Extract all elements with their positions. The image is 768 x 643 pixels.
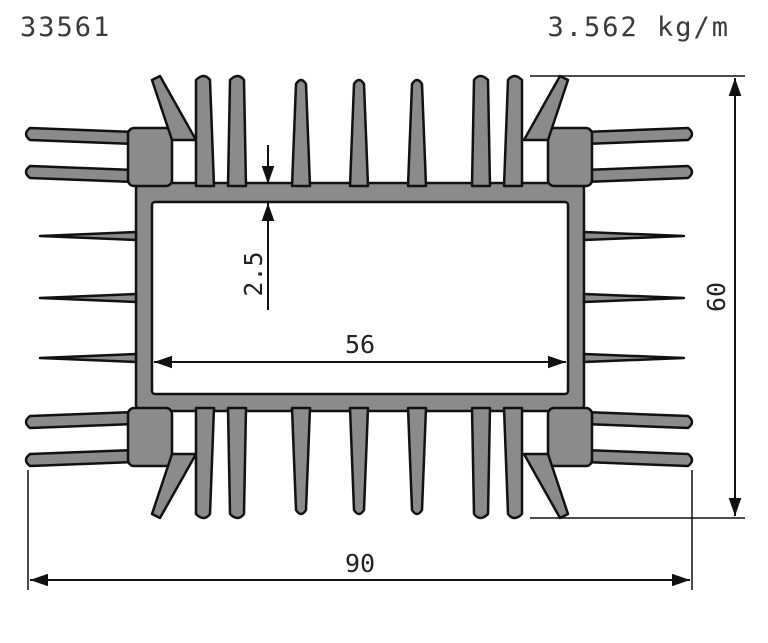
left-fin-7 <box>24 448 138 468</box>
right-fin-6 <box>582 410 694 430</box>
left-fin-1 <box>24 126 138 146</box>
right-top-corner <box>546 126 594 188</box>
right-fin-7 <box>582 448 694 468</box>
bottom-fin-2 <box>226 406 248 520</box>
right-bottom-corner <box>546 406 594 468</box>
left-top-corner <box>126 126 174 188</box>
top-fin-4 <box>348 78 370 188</box>
right-fin-2 <box>582 164 694 184</box>
top-fin-3 <box>290 78 312 188</box>
bottom-fin-7 <box>502 406 524 520</box>
width-label: 90 <box>345 549 375 578</box>
bottom-fin-5 <box>406 406 428 516</box>
top-fin-6 <box>470 74 492 188</box>
inner-cavity <box>150 200 570 396</box>
weight-per-meter: 3.562 kg/m <box>547 12 730 43</box>
wall-thickness-label: 2.5 <box>239 251 268 296</box>
left-fin-6 <box>24 410 138 430</box>
left-bottom-corner <box>126 406 174 468</box>
top-fin-1 <box>194 74 216 188</box>
top-fin-7 <box>502 74 524 188</box>
part-number: 33561 <box>20 12 112 43</box>
left-fin-4 <box>38 292 138 304</box>
bottom-fin-1 <box>194 406 216 520</box>
bottom-fin-3 <box>290 406 312 516</box>
dimension-lines <box>27 75 745 590</box>
left-fin-5 <box>38 352 138 364</box>
left-fin-2 <box>24 164 138 184</box>
right-fin-1 <box>582 126 694 146</box>
right-fin-4 <box>582 292 686 304</box>
bottom-fin-4 <box>348 406 370 516</box>
height-label: 60 <box>702 282 731 312</box>
top-fin-2 <box>226 74 248 188</box>
top-fin-5 <box>406 78 428 188</box>
bottom-fin-6 <box>470 406 492 520</box>
right-fin-5 <box>582 352 686 364</box>
inner-width-label: 56 <box>345 330 375 359</box>
bottom-diag-fin-left <box>150 452 198 520</box>
top-diag-fin-left <box>150 74 198 142</box>
right-fin-3 <box>582 230 686 242</box>
left-fin-3 <box>38 230 138 242</box>
